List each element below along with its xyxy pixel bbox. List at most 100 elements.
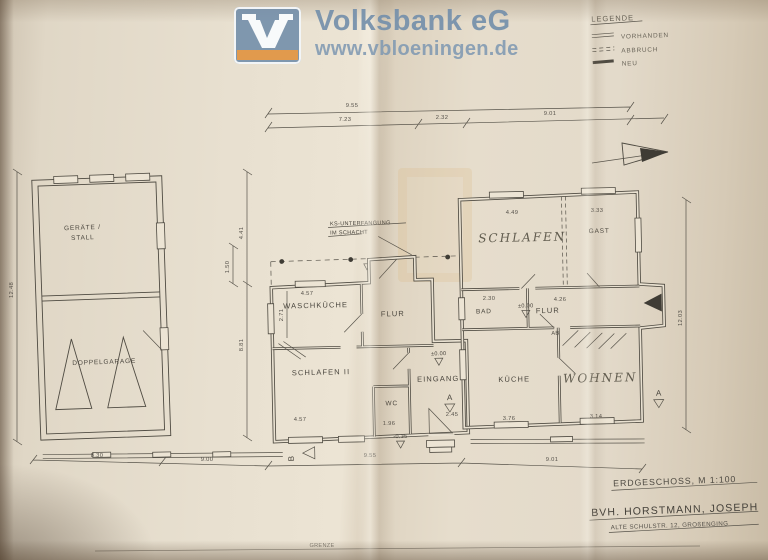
room-label-flur-left: FLUR <box>381 309 405 319</box>
window-icon <box>267 303 275 335</box>
underpinning-annotation: KS-UNTERFANGUNG IM SCHACHT <box>328 220 412 256</box>
window-icon <box>634 217 643 253</box>
entry-step <box>429 446 453 453</box>
north-arrow-icon <box>591 142 669 166</box>
window-icon <box>53 175 79 184</box>
window-icon <box>338 435 365 443</box>
dim-bad-width: 2.30 <box>483 296 495 302</box>
volksbank-v-icon <box>242 14 293 48</box>
dim-mid-offset: 1.50 <box>225 261 231 273</box>
room-label-schlafen: SCHLAFEN <box>478 230 566 246</box>
underpinning-text-1: KS-UNTERFANGUNG <box>330 220 391 227</box>
section-a-marker: A <box>447 393 453 402</box>
dim-bottom-far-left: 8.30 <box>91 453 103 459</box>
room-label-doppelgarage: DOPPELGARAGE <box>72 358 136 367</box>
legend-item-vorhanden: VORHANDEN <box>621 32 669 41</box>
volksbank-watermark: Volksbank eG www.vbloeningen.de <box>234 7 519 64</box>
titleblock-address: ALTE SCHULSTR. 12, GROßENGING <box>611 520 729 531</box>
door-swings-left <box>278 258 409 370</box>
outbuilding-divider-wall <box>41 291 160 302</box>
window-icon <box>488 191 524 199</box>
door-swings-right <box>521 272 600 374</box>
dim-mid-lower: 8.81 <box>239 339 245 351</box>
level-zero-flur: ±0.00 <box>518 303 534 309</box>
garage-door-mark <box>55 338 93 411</box>
dimension-chains: 9.55 7.23 2.32 9.01 8.30 9.00 9.55 9.01 … <box>9 101 692 474</box>
dim-schlafen-width: 4.49 <box>506 210 518 216</box>
room-label-geraete: GERÄTE / <box>64 223 101 232</box>
room-label-flur-right: FLUR <box>536 306 560 316</box>
dim-kueche-width: 3.76 <box>503 416 515 422</box>
window-icon <box>459 349 467 381</box>
volksbank-logo-icon <box>234 7 301 64</box>
window-icon <box>288 436 323 444</box>
legend-symbol-abbruch <box>592 46 615 53</box>
dim-mid-upper: 4.41 <box>239 227 245 239</box>
title-block: ERDGESCHOSS, M 1:100 BVH. HORSTMANN, JOS… <box>589 474 759 533</box>
column-icon <box>279 259 285 264</box>
legend-symbol-neu <box>592 59 614 65</box>
stair-label: AB <box>551 331 559 337</box>
dim-bottom-right: 9.01 <box>546 457 558 463</box>
window-icon <box>458 297 466 321</box>
bay-window-arrow-icon <box>643 293 662 312</box>
dim-waschkueche-width: 4.57 <box>301 291 313 297</box>
legend-item-neu: NEU <box>622 60 638 68</box>
window-icon <box>579 417 615 425</box>
level-markers: ±0.00 ±0.00 -0.35 <box>393 303 534 449</box>
window-icon <box>580 187 616 195</box>
room-label-stall: STALL <box>71 234 95 242</box>
dim-top-left: 7.23 <box>339 117 351 123</box>
dim-wc-width: 1.96 <box>383 421 395 427</box>
room-label-bad: BAD <box>476 308 492 315</box>
legend-symbol-vorhanden <box>591 32 614 39</box>
stair-band: AB <box>551 330 627 350</box>
logo-orange-bar <box>237 50 298 60</box>
brand-website: www.vbloeningen.de <box>315 38 519 60</box>
dim-bottom-mid: 9.55 <box>364 453 376 459</box>
window-icon <box>155 222 166 250</box>
boundary-line: GRENZE <box>94 543 701 552</box>
window-icon <box>493 420 529 429</box>
section-b-marker: B <box>287 456 296 462</box>
column-icon <box>445 254 451 260</box>
section-a-marker: A <box>656 389 662 398</box>
garage-door-mark <box>107 335 147 409</box>
room-label-wc: WC <box>385 400 398 407</box>
titleblock-floor: ERDGESCHOSS, M 1:100 <box>613 474 736 488</box>
room-label-schlafen-ii: SCHLAFEN II <box>292 367 351 377</box>
legend-title: LEGENDE <box>591 13 634 23</box>
dim-waschkueche-depth: 2.71 <box>279 309 285 321</box>
brand-text-block: Volksbank eG www.vbloeningen.de <box>315 7 519 60</box>
entry-door-swing <box>428 407 454 434</box>
column-icon <box>348 257 354 262</box>
window-icon <box>89 174 115 183</box>
dim-flur-width: 4.26 <box>554 297 566 303</box>
dim-wohnen-width: 3.14 <box>590 414 603 420</box>
dim-schlafen2-width: 4.57 <box>294 417 306 423</box>
dim-top-right: 9.01 <box>544 111 556 117</box>
room-label-waschkueche: WASCHKÜCHE <box>283 300 348 310</box>
dim-right-total: 12.03 <box>678 310 684 326</box>
demolition-wall <box>561 196 568 288</box>
dim-left-total: 12.48 <box>9 282 15 298</box>
legend: LEGENDE VORHANDEN ABBRUCH NEU <box>590 13 669 68</box>
window-icon <box>294 280 326 288</box>
door-icon <box>159 327 170 351</box>
section-markers: A A B <box>287 389 665 462</box>
window-icon <box>125 172 151 182</box>
outbuilding: GERÄTE / STALL DOPPELGARAGE <box>31 172 172 441</box>
dim-gast-width: 3.33 <box>591 208 603 214</box>
room-label-gast: GAST <box>589 228 610 235</box>
boundary-label: GRENZE <box>309 543 334 549</box>
room-label-kueche: KÜCHE <box>498 374 530 384</box>
porch-line <box>270 254 461 288</box>
dim-top-mid: 2.32 <box>436 115 448 121</box>
dim-top-span: 9.55 <box>346 103 358 109</box>
level-minus: -0.35 <box>393 434 407 440</box>
room-label-wohnen: WOHNEN <box>563 370 638 386</box>
titleblock-client: BVH. HORSTMANN, JOSEPH <box>591 501 758 519</box>
level-zero-entry: ±0.00 <box>431 351 447 357</box>
